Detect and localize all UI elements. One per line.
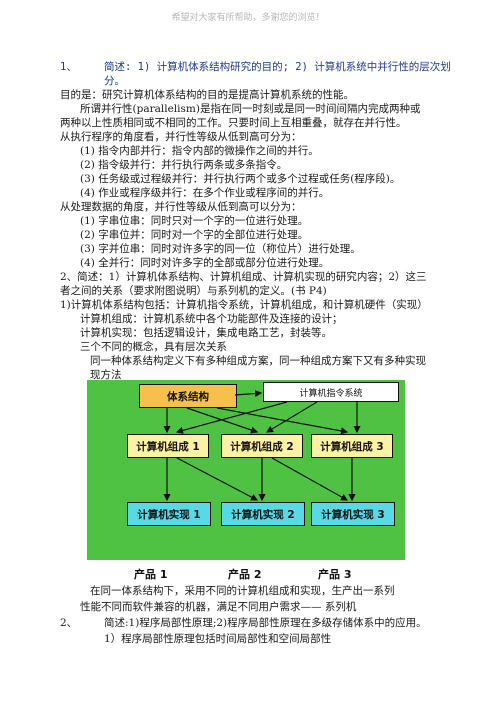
para-program-view: 从执行程序的角度看，并行性等级从低到高可分为： [60, 131, 302, 143]
para-multi-org-cont: 现方法 [90, 369, 122, 381]
para-org-def: 计算机组成：计算机系统中各个功能部件及连接的设计； [80, 313, 343, 325]
para-series-1: 在同一体系结构下，采用不同的计算机组成和实现，生产出一系列 [90, 585, 395, 597]
page-watermark: 希望对大家有所帮助，多谢您的浏览！ [171, 13, 325, 23]
architecture-diagram: 体系结构 计算机指令系统 计算机组成 1 计算机组成 2 计算机组成 3 计算机… [87, 380, 405, 560]
impl-box-3: 计算机实现 3 [311, 502, 395, 526]
org-box-1: 计算机组成 1 [127, 434, 209, 458]
product-label-1: 产品 1 [134, 568, 168, 581]
q1-title-line1: 简述: 1) 计算机体系结构研究的目的; 2) 计算机系统中并行性的层次划 [104, 61, 451, 73]
list-item: (1) 字串位串：同时只对一个字的一位进行处理。 [80, 215, 309, 227]
para-series-2: 性能不同而软件兼容的机器，满足不同用户需求—— 系列机 [80, 601, 357, 613]
product-label-3: 产品 3 [318, 568, 352, 581]
arch-box: 体系结构 [139, 384, 237, 408]
para-data-view: 从处理数据的角度，并行性等级从低到高可以分为： [60, 201, 302, 213]
list-item: (3) 字并位串：同时对许多字的同一位（称位片）进行处理。 [80, 243, 361, 255]
q1-number: 1、 [60, 61, 77, 73]
para-locality: 1）程序局部性原理包括时间局部性和空间局部性 [104, 633, 332, 645]
q3-heading: 简述:1)程序局部性原理;2)程序局部性原理在多级存储体系中的应用。 [104, 617, 427, 629]
list-item: (2) 字串位并：同时对一个字的全部位进行处理。 [80, 229, 309, 241]
isa-box: 计算机指令系统 [263, 382, 399, 402]
para-three-concepts: 三个不同的概念，具有层次关系 [80, 341, 227, 353]
q2-heading-1: 2、简述：1）计算机体系结构、计算机组成、计算机实现的研究内容；2）这三 [60, 271, 427, 283]
impl-box-2: 计算机实现 2 [221, 502, 305, 526]
para-arch-def: 1)计算机体系结构包括：计算机指令系统，计算机组成，和计算机硬件（实现） [60, 299, 428, 311]
q1-title-line2: 分。 [104, 75, 125, 87]
para-parallelism-1: 所谓并行性(parallelism)是指在同一时刻或是同一时间间隔内完成两种或 [80, 103, 421, 115]
para-multi-org: 同一种体系结构定义下有多种组成方案，同一种组成方案下又有多种实现 [90, 355, 426, 367]
org-box-3: 计算机组成 3 [311, 434, 393, 458]
product-label-2: 产品 2 [228, 568, 262, 581]
para-purpose: 目的是：研究计算机体系结构的目的是提高计算机系统的性能。 [60, 89, 354, 101]
para-parallelism-2: 两种以上性质相同或不相同的工作。只要时间上互相重叠，就存在并行性。 [60, 117, 407, 129]
list-item: (4) 作业或程序级并行：在多个作业或程序间的并行。 [80, 187, 330, 199]
list-item: (4) 全并行：同时对许多字的全部或部分位进行处理。 [80, 257, 330, 269]
para-impl-def: 计算机实现：包括逻辑设计，集成电路工艺，封装等。 [80, 327, 332, 339]
impl-box-1: 计算机实现 1 [127, 502, 211, 526]
q3-number: 2、 [60, 617, 78, 629]
list-item: (2) 指令级并行：并行执行两条或多条指令。 [80, 159, 288, 171]
org-box-2: 计算机组成 2 [221, 434, 303, 458]
list-item: (3) 任务级或过程级并行：并行执行两个或多个过程或任务(程序段)。 [80, 173, 401, 185]
q2-heading-2: 者之间的关系（要求附图说明）与系列机的定义。(书 P4) [60, 285, 327, 297]
list-item: (1) 指令内部并行：指令内部的微操作之间的并行。 [80, 145, 319, 157]
diagram-arrows [163, 389, 361, 502]
